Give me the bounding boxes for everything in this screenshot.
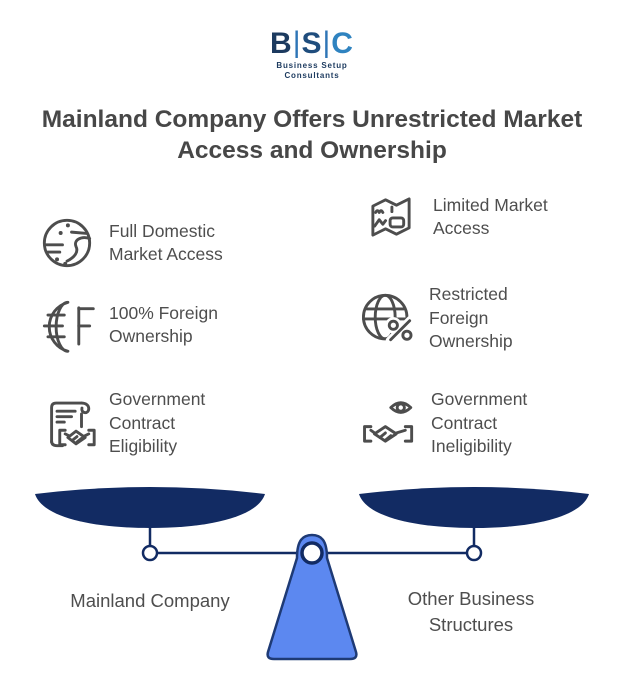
feature-line: Ownership <box>429 331 513 351</box>
feature-line: Contract <box>431 412 498 433</box>
folded-map-icon <box>371 197 411 237</box>
logo-tagline-line1: Business Setup <box>276 61 348 70</box>
feature-government-contract-eligibility: Government Contract Eligibility <box>38 388 205 459</box>
bsc-logo: B|S|C Business Setup Consultants <box>0 26 624 80</box>
feature-line: Access <box>433 218 490 238</box>
logo-letters: B|S|C <box>0 26 624 60</box>
feature-line: Government <box>109 389 206 409</box>
feature-line: Foreign <box>429 307 489 328</box>
feature-line: Limited Market <box>433 194 548 215</box>
feature-line: Government <box>431 389 528 409</box>
feature-government-contract-ineligibility: Government Contract Ineligibility <box>360 388 527 459</box>
right-pan-label-line1: Other Business <box>407 588 535 609</box>
feature-line: Contract <box>109 412 176 433</box>
feature-label: Full Domestic Market Access <box>109 220 223 267</box>
page-title-line1: Mainland Company Offers Unrestricted Mar… <box>41 106 583 133</box>
feature-label: Government Contract Ineligibility <box>431 388 527 459</box>
feature-line: Ownership <box>109 326 193 346</box>
scale-fulcrum-hole <box>300 541 324 565</box>
feature-label: Limited Market Access <box>433 194 548 241</box>
feature-label: Restricted Foreign Ownership <box>429 283 513 354</box>
logo-letter-s: S <box>301 27 323 60</box>
logo-separator-bar: | <box>292 26 302 59</box>
right-pan-label: Other Business Structures <box>378 586 564 638</box>
feature-line: Restricted <box>429 284 508 304</box>
feature-restricted-foreign-ownership: Restricted Foreign Ownership <box>358 283 513 354</box>
globe-restricted-icon <box>361 294 416 345</box>
feature-line: Eligibility <box>109 436 178 456</box>
globe-map-icon <box>42 218 92 268</box>
logo-tagline-line2: Consultants <box>284 70 340 80</box>
feature-line: Full Domestic <box>109 220 215 241</box>
scale-fulcrum <box>266 533 358 661</box>
scale-right-pivot <box>465 544 483 562</box>
right-pan-label-line2: Structures <box>428 614 514 635</box>
logo-tagline: Business Setup Consultants <box>0 61 624 80</box>
logo-letter-c: C <box>331 27 354 60</box>
feature-full-domestic-market-access: Full Domestic Market Access <box>38 214 223 272</box>
scale-left-pan <box>35 487 265 528</box>
scale-right-pan <box>359 487 589 528</box>
feature-line: Ineligibility <box>431 436 512 456</box>
feature-label: 100% Foreign Ownership <box>109 302 218 349</box>
logo-separator-bar: | <box>322 26 332 59</box>
feature-100-foreign-ownership: 100% Foreign Ownership <box>38 296 218 354</box>
feature-label: Government Contract Eligibility <box>109 388 205 459</box>
scale-left-pivot <box>141 544 159 562</box>
contract-handshake-icon <box>50 401 96 448</box>
left-pan-label: Mainland Company <box>70 590 230 611</box>
feature-line: Market Access <box>109 244 223 264</box>
logo-letter-b: B <box>270 27 293 60</box>
eye-handshake-icon <box>363 401 414 443</box>
feature-limited-market-access: Limited Market Access <box>362 188 548 246</box>
page-title-line2: Access and Ownership <box>177 137 447 164</box>
balance-scale <box>35 487 589 661</box>
page-title: Mainland Company Offers Unrestricted Mar… <box>0 104 624 166</box>
globe-f-icon <box>42 300 95 353</box>
feature-line: 100% Foreign <box>109 302 218 323</box>
